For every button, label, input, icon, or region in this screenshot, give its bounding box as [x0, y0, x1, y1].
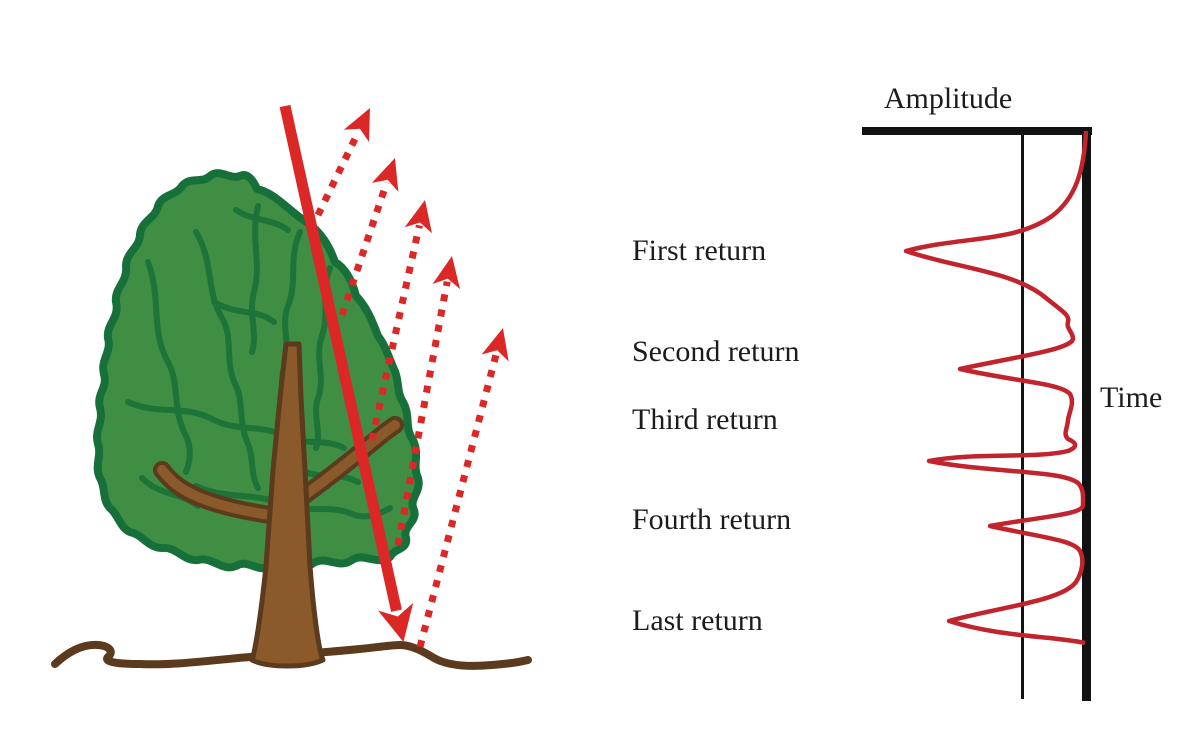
label-first-return: First return — [632, 234, 767, 267]
time-axis-label: Time — [1100, 381, 1163, 414]
tree-branch-left — [157, 465, 282, 521]
fourth-return-arrow — [394, 256, 461, 546]
label-fourth-return: Fourth return — [632, 503, 792, 536]
first-return-arrow — [314, 108, 370, 217]
canopy-vein — [193, 229, 261, 491]
amplitude-axis-label: Amplitude — [883, 82, 1013, 115]
tree-branches — [153, 416, 404, 525]
label-second-return: Second return — [632, 335, 800, 368]
return-arrows — [314, 108, 509, 648]
canopy-vein — [125, 399, 347, 451]
canopy-vein — [233, 207, 291, 233]
tree-branch-right — [293, 420, 400, 505]
canopy-veins — [125, 203, 393, 520]
last-return-arrow — [416, 328, 509, 648]
label-third-return: Third return — [632, 403, 778, 436]
waveform-curve — [903, 130, 1089, 646]
label-last-return: Last return — [632, 604, 763, 637]
third-return-arrow — [368, 200, 432, 441]
tree-trunk — [249, 341, 326, 669]
canopy-vein — [145, 259, 193, 475]
second-return-arrow — [338, 157, 399, 317]
canopy-vein — [249, 203, 261, 355]
laser-pulse-arrow — [279, 104, 414, 642]
canopy-vein — [211, 299, 277, 325]
